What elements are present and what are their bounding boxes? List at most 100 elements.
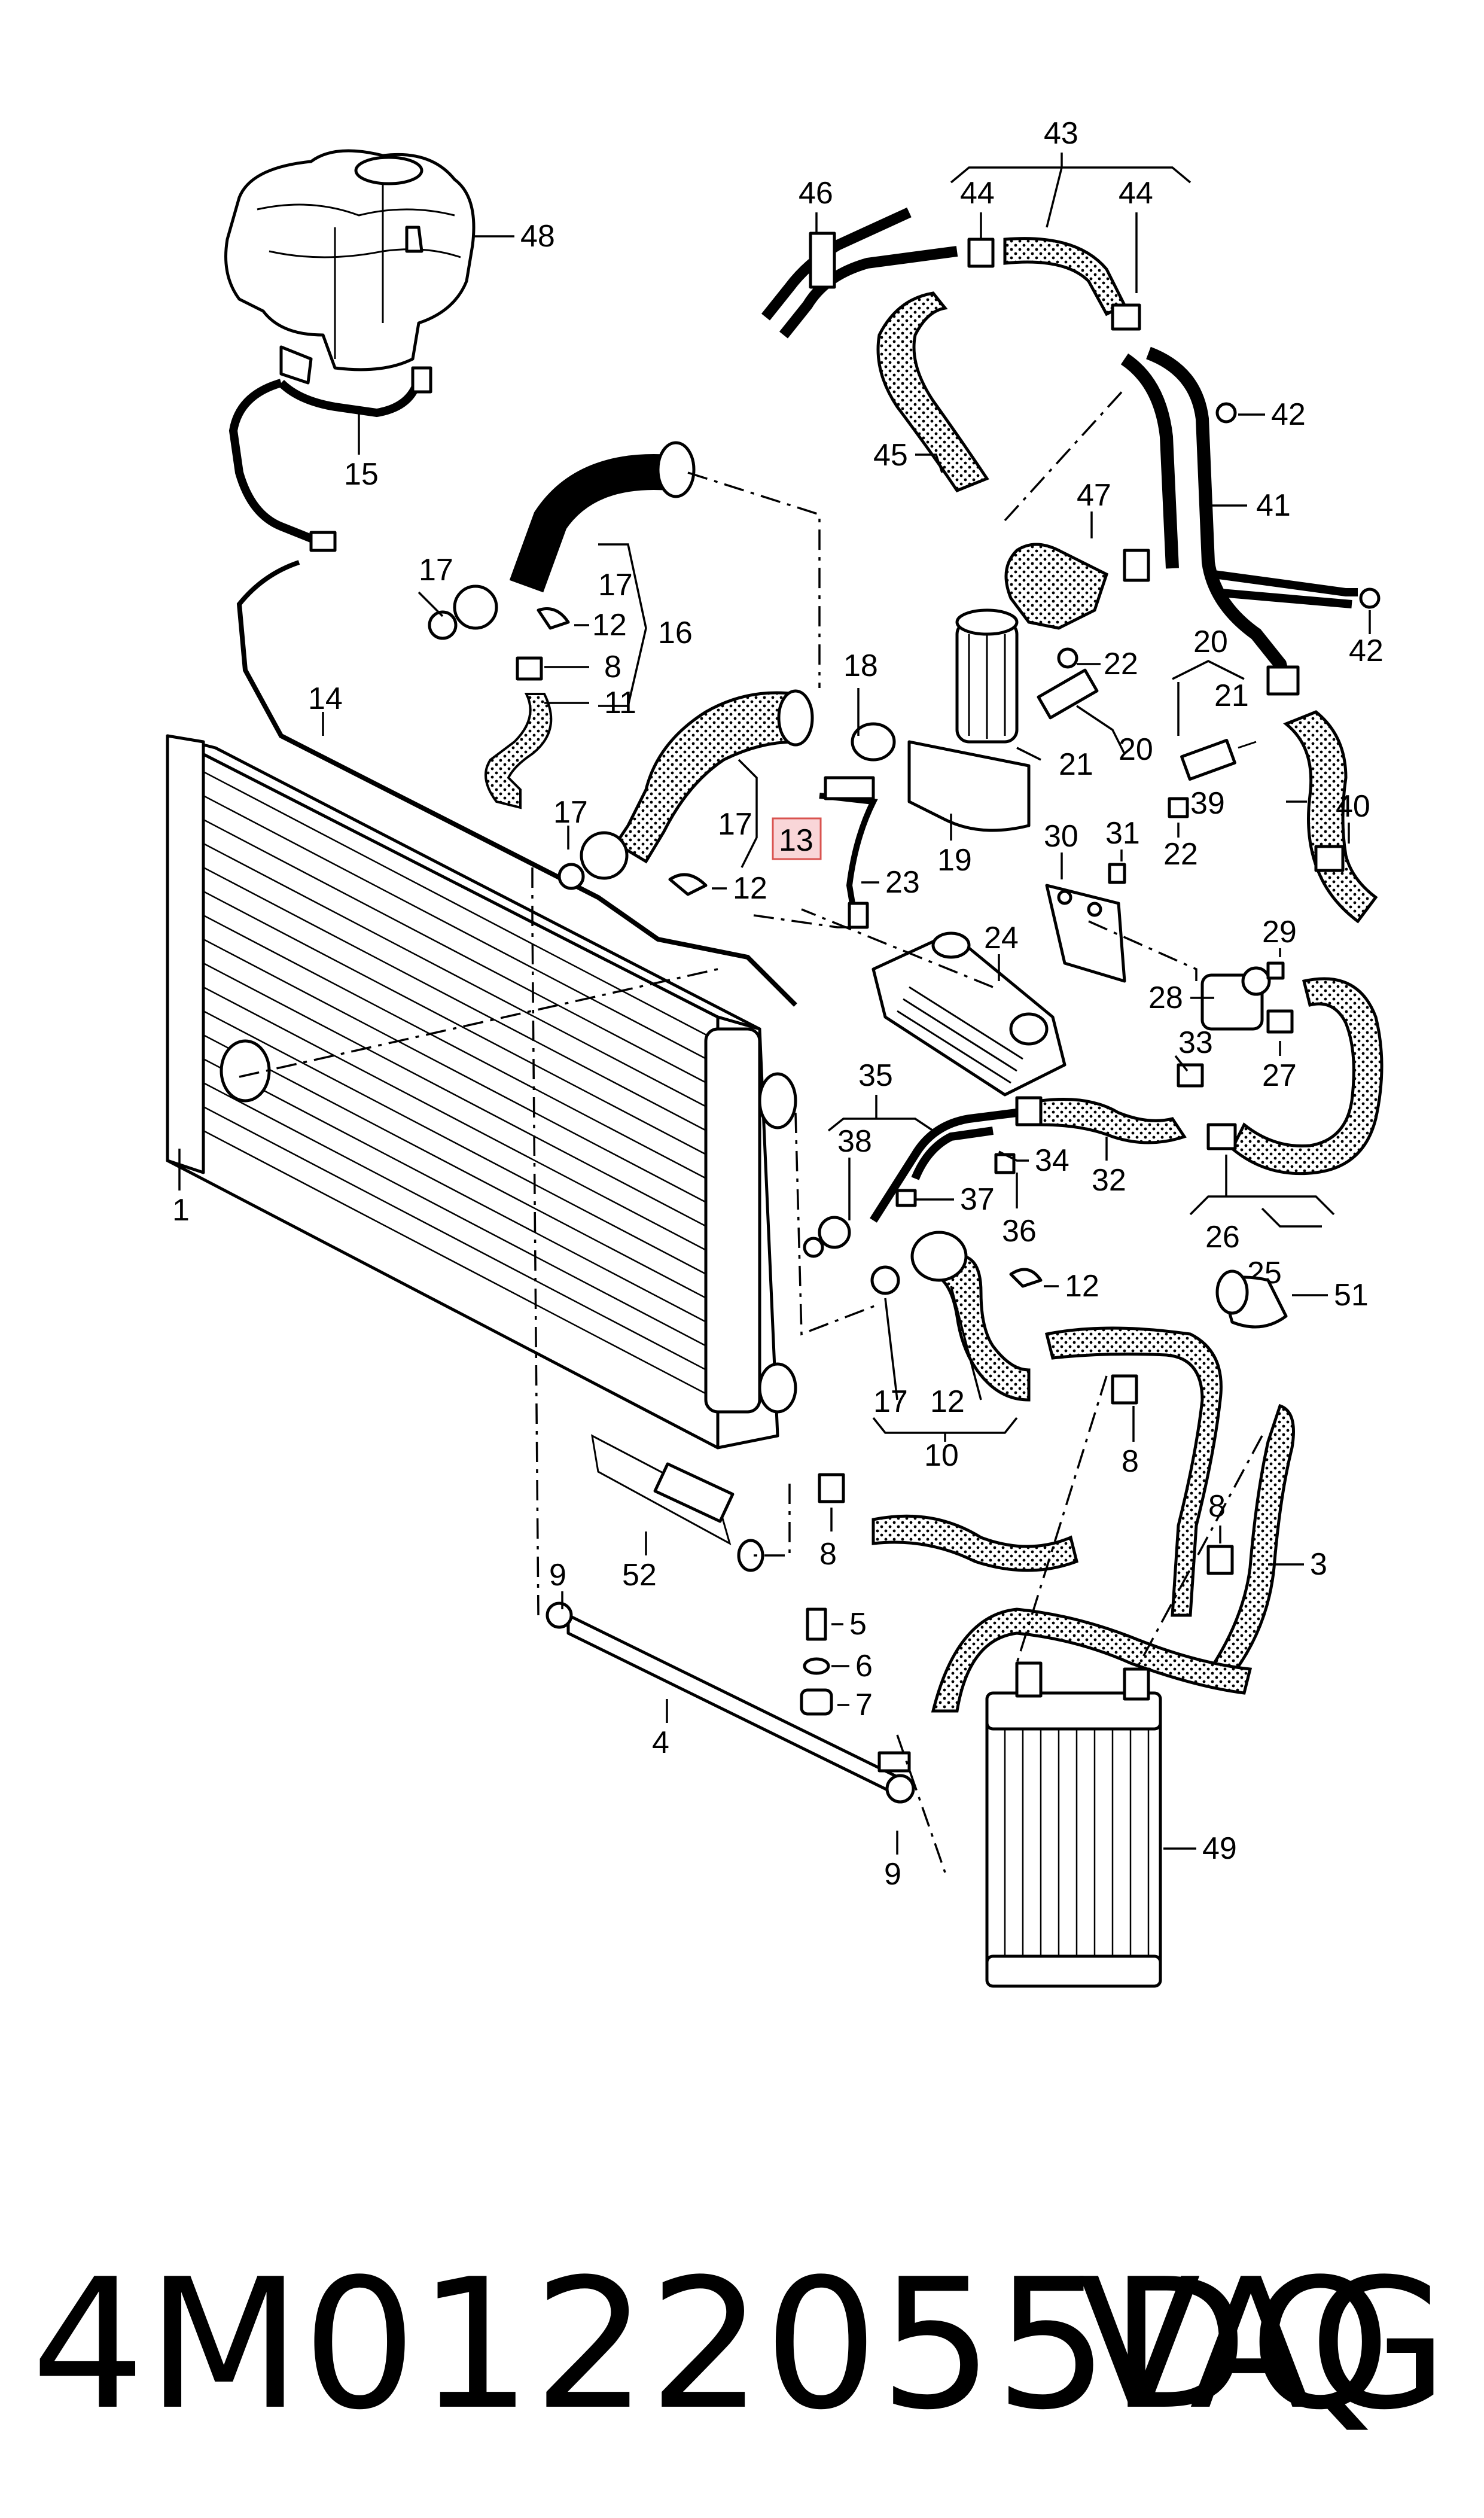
oil-cooler-24 <box>871 931 1066 1097</box>
callout-21a: 21 <box>1059 747 1093 782</box>
callout-41: 41 <box>1256 488 1291 523</box>
callout-8b: 8 <box>1122 1444 1139 1479</box>
callout-37: 37 <box>960 1182 995 1217</box>
callout-12b: 12 <box>733 871 767 906</box>
coolant-system-exploded-diagram: 48 15 14 <box>166 116 1384 1988</box>
callout-17: 17 <box>419 553 453 587</box>
callout-51: 51 <box>1334 1278 1369 1313</box>
callout-1: 1 <box>172 1193 190 1228</box>
auxiliary-radiator <box>985 1661 1162 1988</box>
washer-6 <box>803 1657 830 1675</box>
pipe-23 <box>819 776 878 929</box>
bolt-42a <box>1215 402 1237 424</box>
callout-24: 24 <box>984 921 1019 955</box>
overflow-line <box>236 560 797 1007</box>
main-radiator <box>166 734 797 1450</box>
bolt-5 <box>806 1607 827 1641</box>
callout-52: 52 <box>622 1558 657 1593</box>
bolt-42b <box>1359 587 1381 609</box>
callout-21b: 21 <box>1214 678 1249 713</box>
grommet-7 <box>800 1688 833 1716</box>
callout-8c: 8 <box>819 1537 837 1572</box>
highlight-box-13[interactable] <box>772 817 822 860</box>
callout-38: 38 <box>837 1124 872 1159</box>
callout-30: 30 <box>1044 819 1078 854</box>
callout-9a: 9 <box>549 1558 566 1593</box>
callout-13[interactable]: 13 <box>779 823 813 858</box>
callout-28: 28 <box>1148 981 1183 1015</box>
callout-5: 5 <box>849 1607 867 1642</box>
callout-29: 29 <box>1262 915 1297 949</box>
oil-filter-housing <box>851 608 1031 832</box>
callout-3: 3 <box>1310 1547 1327 1582</box>
callout-42b: 42 <box>1349 634 1384 668</box>
pipe-46 <box>761 207 958 339</box>
pipe-35 <box>803 1109 1017 1258</box>
sensor-20 <box>1168 739 1257 818</box>
callout-27: 27 <box>1262 1058 1297 1093</box>
lower-hose-assembly <box>557 689 814 896</box>
callout-15: 15 <box>344 457 379 492</box>
callout-47: 47 <box>1077 478 1111 513</box>
callout-16: 16 <box>658 616 693 650</box>
callout-19: 19 <box>937 843 972 878</box>
bolt-31 <box>1108 863 1126 884</box>
elbow-47 <box>1004 543 1150 630</box>
callout-20b: 20 <box>1193 625 1228 659</box>
aux-hoses <box>818 1326 1295 1713</box>
bolt-37 <box>895 1189 917 1207</box>
bracket-30 <box>1045 884 1126 983</box>
callout-32: 32 <box>1092 1163 1126 1198</box>
callout-17c: 17 <box>553 795 588 830</box>
callout-12d: 12 <box>930 1384 965 1419</box>
callout-42a: 42 <box>1271 397 1306 432</box>
sensor-22-upper <box>1037 647 1099 720</box>
hose-43 <box>967 237 1141 331</box>
connector-51 <box>1215 1269 1288 1329</box>
callout-18: 18 <box>843 648 878 683</box>
callout-17b: 17 <box>598 568 633 602</box>
callout-17d: 17 <box>718 807 752 842</box>
clamp-12 <box>537 607 570 630</box>
callout-9b: 9 <box>884 1857 901 1892</box>
callout-40: 40 <box>1336 789 1370 824</box>
hose-25 <box>1206 977 1384 1176</box>
callout-22a: 22 <box>1104 647 1138 681</box>
callout-33: 33 <box>1178 1025 1213 1060</box>
hose-32 <box>1015 1063 1204 1144</box>
callout-17e: 17 <box>873 1384 908 1419</box>
callout-34: 34 <box>1035 1143 1069 1178</box>
pipe-4 <box>546 1601 915 1804</box>
callout-4: 4 <box>652 1725 669 1760</box>
hose-10 <box>870 1231 1043 1402</box>
callout-12a: 12 <box>592 608 627 643</box>
expansion-tank <box>224 149 476 385</box>
valve-28 <box>1200 966 1294 1034</box>
bleed-hose <box>228 366 432 552</box>
hose-11 <box>484 693 553 809</box>
callout-14: 14 <box>308 681 343 716</box>
callout-22b: 22 <box>1163 837 1198 872</box>
callout-48: 48 <box>520 219 555 254</box>
callout-31: 31 <box>1105 816 1140 851</box>
callout-45: 45 <box>873 438 908 473</box>
hose-39 <box>1283 710 1378 924</box>
bolt-29 <box>1266 961 1285 980</box>
callout-8a: 8 <box>604 650 621 684</box>
callout-20a: 20 <box>1119 732 1153 767</box>
callout-12c: 12 <box>1065 1269 1099 1304</box>
callout-49: 49 <box>1202 1831 1237 1866</box>
callout-46: 46 <box>799 176 833 211</box>
callout-35: 35 <box>858 1058 893 1093</box>
callout-10: 10 <box>924 1438 959 1473</box>
callout-36: 36 <box>1002 1214 1037 1249</box>
callout-44b: 44 <box>1119 176 1153 211</box>
hose-45 <box>876 291 989 493</box>
upper-coolant-hose <box>428 441 696 640</box>
callout-11: 11 <box>604 686 636 720</box>
callout-26: 26 <box>1205 1220 1240 1255</box>
pipe-41 <box>1120 346 1358 696</box>
brand-label: VAG <box>1078 2240 1448 2449</box>
fitting-52 <box>591 1434 764 1572</box>
part-number: 4M0122055DQ <box>31 2240 1392 2449</box>
